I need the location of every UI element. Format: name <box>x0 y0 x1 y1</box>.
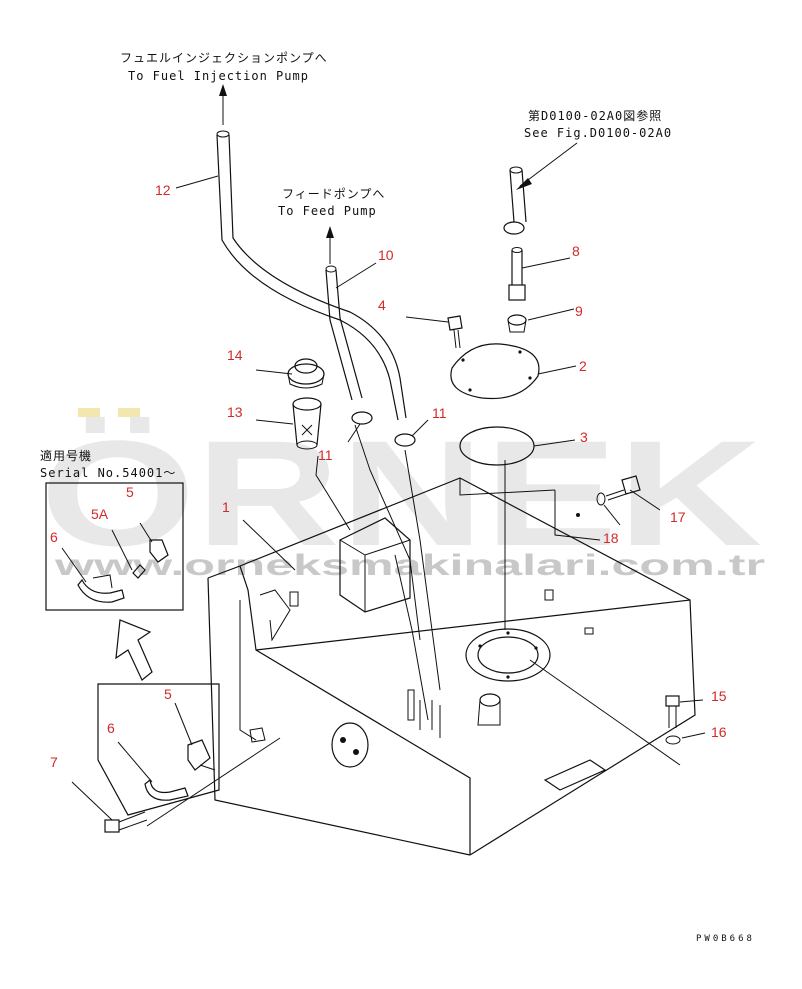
watermark-dot-left <box>78 408 100 417</box>
callout-4: 4 <box>378 297 386 313</box>
callouts: 12 10 4 14 13 11 11 8 9 2 3 1 5 5A 6 5 6… <box>50 182 727 770</box>
fuel-tank <box>207 477 696 856</box>
note-fuel-injection-jp: フュエルインジェクションポンプへ <box>120 51 328 65</box>
note-serial-jp: 適用号機 <box>40 448 92 463</box>
callout-5a: 5A <box>91 506 109 522</box>
notes: フュエルインジェクションポンプへ To Fuel Injection Pump … <box>40 51 672 480</box>
callout-11-left: 11 <box>318 447 333 463</box>
callout-16: 16 <box>711 724 727 740</box>
note-see-fig-en: See Fig.D0100-02A0 <box>524 126 672 140</box>
callout-1: 1 <box>222 499 230 515</box>
lower-detail-box <box>97 683 220 816</box>
parts <box>104 221 681 833</box>
note-feed-pump-en: To Feed Pump <box>278 204 377 218</box>
callout-18: 18 <box>603 530 619 546</box>
note-fuel-injection-en: To Fuel Injection Pump <box>128 69 309 83</box>
note-feed-pump-jp: フィードポンプへ <box>282 187 385 201</box>
fuel-pipes <box>216 130 527 691</box>
callout-5-detail: 5 <box>126 484 134 500</box>
callout-5: 5 <box>164 686 172 702</box>
callout-8: 8 <box>572 243 580 259</box>
callout-11-right: 11 <box>432 405 447 421</box>
serial-detail-box <box>45 482 184 611</box>
leader-lines <box>61 84 706 827</box>
drawing-code: PW0B668 <box>696 934 755 944</box>
note-serial-en: Serial No.54001～ <box>40 466 176 480</box>
callout-14: 14 <box>227 347 243 363</box>
callout-7: 7 <box>50 754 58 770</box>
callout-15: 15 <box>711 688 727 704</box>
callout-3: 3 <box>580 429 588 445</box>
callout-12: 12 <box>155 182 171 198</box>
callout-10: 10 <box>378 247 394 263</box>
watermark-brand: ÖRNEK <box>40 409 762 577</box>
callout-17: 17 <box>670 509 686 525</box>
watermark-dot-right <box>118 408 140 417</box>
callout-9: 9 <box>575 303 583 319</box>
callout-2: 2 <box>579 358 587 374</box>
note-see-fig-jp: 第D0100-02A0図参照 <box>528 108 662 123</box>
callout-13: 13 <box>227 404 243 420</box>
detail-arrow <box>115 619 153 681</box>
callout-6: 6 <box>107 720 115 736</box>
callout-6-detail: 6 <box>50 529 58 545</box>
